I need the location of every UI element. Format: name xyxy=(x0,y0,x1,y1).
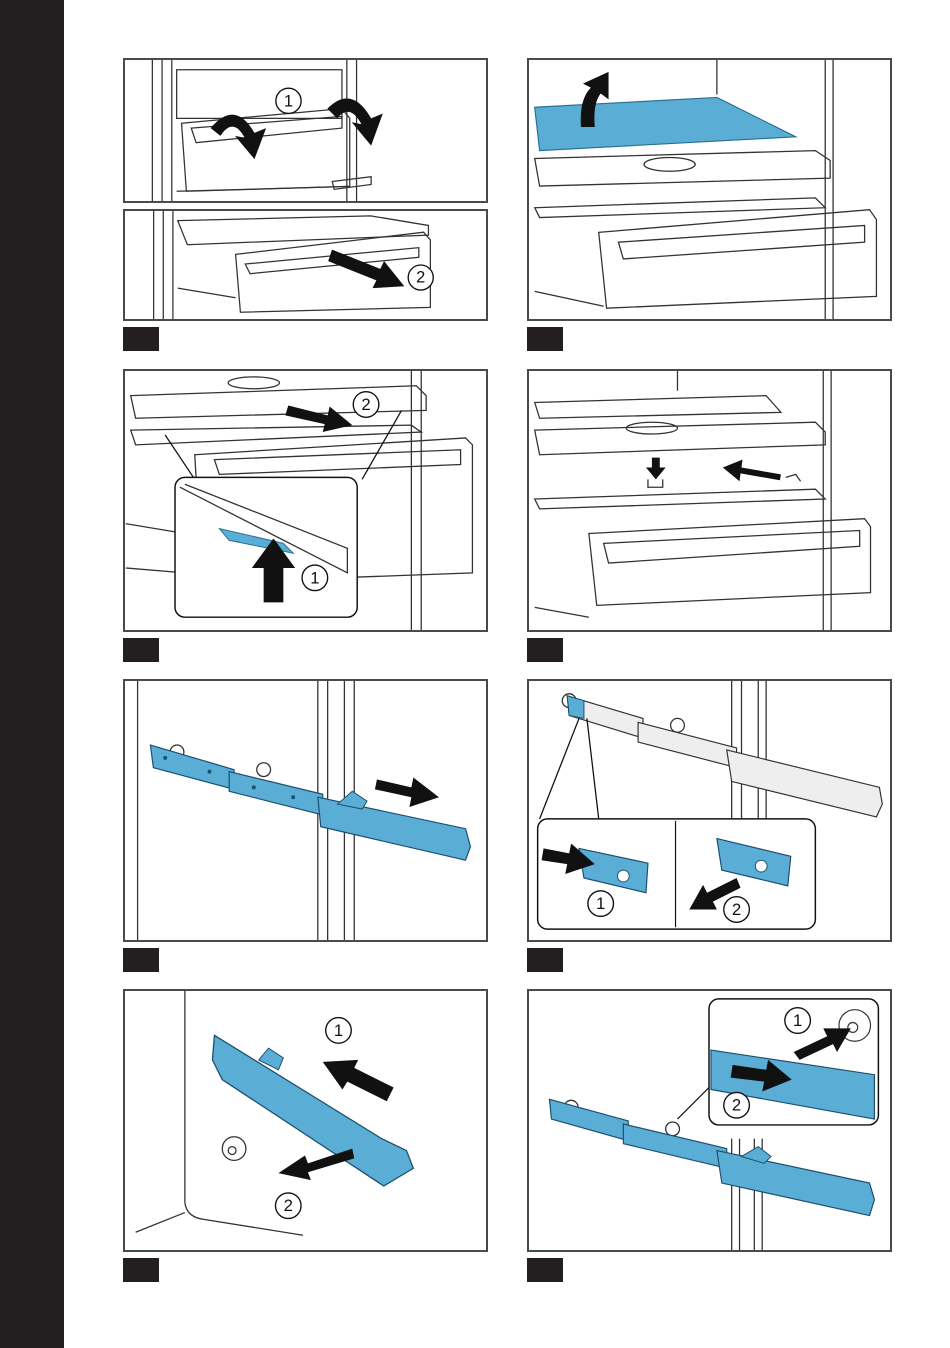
down-arrow-icon xyxy=(646,458,666,480)
callout-2: 2 xyxy=(361,395,370,414)
rail-mount-drawing: 1 2 xyxy=(529,991,890,1250)
callout-2: 2 xyxy=(284,1196,293,1215)
callout-1: 1 xyxy=(793,1011,802,1030)
step-6-number-tab xyxy=(527,948,563,972)
callout-2: 2 xyxy=(416,269,425,287)
callout-2: 2 xyxy=(732,900,741,919)
step-7-number-tab xyxy=(123,1258,159,1282)
callout-1: 1 xyxy=(284,91,293,110)
step-1-number-tab xyxy=(123,327,159,351)
glass-shelf-highlight xyxy=(535,97,796,150)
push-arrow-icon xyxy=(723,460,781,482)
pull-arrow-icon xyxy=(328,250,404,289)
step-3-illustration: 2 1 xyxy=(123,369,488,632)
slide-arrow-icon xyxy=(375,778,439,808)
rail-release-drawing: 1 2 xyxy=(529,681,890,940)
step-4-illustration xyxy=(527,369,892,632)
pull-arrow-icon xyxy=(285,405,352,432)
callout-1: 1 xyxy=(310,568,319,587)
rail-slide-drawing xyxy=(125,681,486,940)
slide-arrow-icon xyxy=(323,1060,394,1101)
rotate-arrow-icon xyxy=(211,115,266,160)
shelf-release-drawing: 2 1 xyxy=(125,371,486,630)
callout-2: 2 xyxy=(732,1096,741,1115)
step-6-illustration: 1 2 xyxy=(527,679,892,942)
step-3-number-tab xyxy=(123,638,159,662)
step-1-illustration-upper: 1 xyxy=(123,58,488,203)
chapter-side-band xyxy=(0,0,64,1348)
step-4-number-tab xyxy=(527,638,563,662)
step-8-number-tab xyxy=(527,1258,563,1282)
shelf-insert-drawing xyxy=(529,371,890,630)
rail-cover-drawing: 1 2 xyxy=(125,991,486,1250)
pull-arrow-icon xyxy=(278,1149,354,1181)
rotate-arrow-icon-right xyxy=(327,98,382,145)
step-7-illustration: 1 2 xyxy=(123,989,488,1252)
drawer-rotate-drawing: 1 xyxy=(125,60,486,201)
shelf-lift-drawing xyxy=(529,60,890,319)
callout-1: 1 xyxy=(596,894,605,913)
step-1-illustration-lower: 2 xyxy=(123,209,488,321)
drawer-pull-drawing: 2 xyxy=(125,211,486,319)
step-5-illustration xyxy=(123,679,488,942)
step-2-illustration xyxy=(527,58,892,321)
callout-1: 1 xyxy=(334,1021,343,1040)
step-2-number-tab xyxy=(527,327,563,351)
step-8-illustration: 1 2 xyxy=(527,989,892,1252)
step-5-number-tab xyxy=(123,948,159,972)
